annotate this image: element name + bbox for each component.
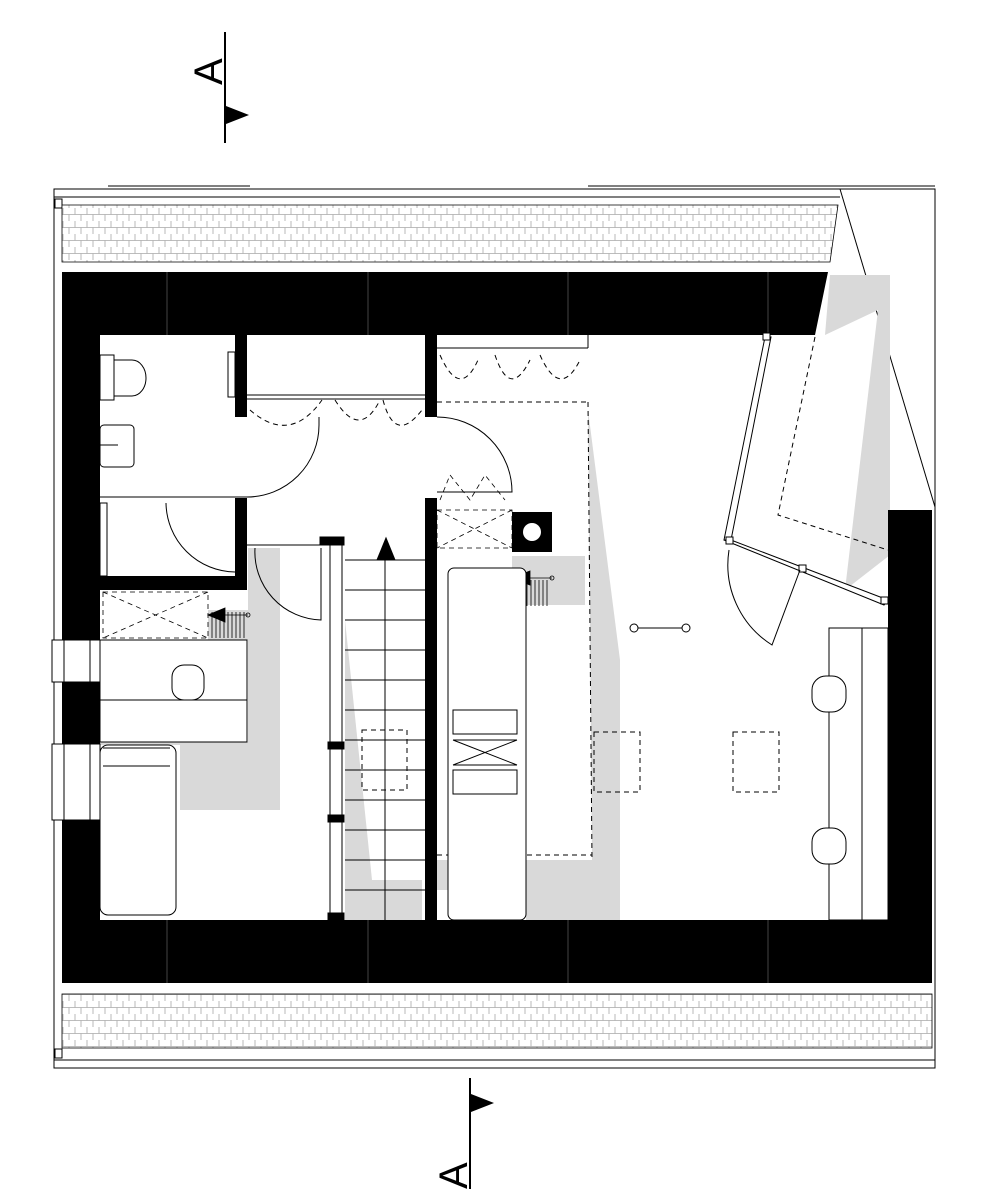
kitchen: [447, 567, 527, 921]
hall-door-swing: [246, 417, 320, 498]
section-marker-top: A: [187, 32, 249, 143]
storage-top: [436, 335, 593, 861]
side-chair-lower: [811, 827, 847, 865]
living-area: [593, 623, 889, 921]
stair-post: [319, 536, 345, 546]
desk-chair: [171, 664, 205, 701]
stair-direction-arrow: [376, 536, 396, 561]
bedroom-door-swing: [254, 547, 322, 621]
bedroom: [99, 544, 330, 916]
desk: [99, 639, 248, 743]
section-marker-bottom: A: [432, 1078, 494, 1189]
sink-lower: [452, 769, 518, 795]
terrace-door-swing: [727, 549, 801, 646]
side-desk: [828, 627, 889, 921]
sink-upper: [452, 709, 518, 735]
corner-glazing: [723, 332, 889, 646]
main-stair: [319, 536, 425, 921]
bathroom-door-swing: [165, 502, 236, 573]
roof-tiles: [61, 204, 933, 1049]
toilet-tank: [99, 354, 115, 401]
toilet-bowl: [113, 359, 147, 397]
sink: [99, 424, 135, 468]
bed: [99, 744, 177, 916]
bathroom: [99, 354, 320, 577]
side-chair-upper: [811, 675, 847, 713]
shower-glass: [99, 502, 108, 577]
section-label-bottom: A: [432, 1162, 476, 1189]
kitchen-counter: [447, 567, 527, 921]
wall-joints: [166, 272, 769, 983]
section-label-top: A: [187, 58, 231, 85]
windows-left: [51, 639, 101, 821]
walls: [62, 272, 932, 983]
chimney-flue: [523, 523, 541, 541]
living-door-swing: [436, 416, 513, 493]
wardrobe: [227, 351, 425, 426]
